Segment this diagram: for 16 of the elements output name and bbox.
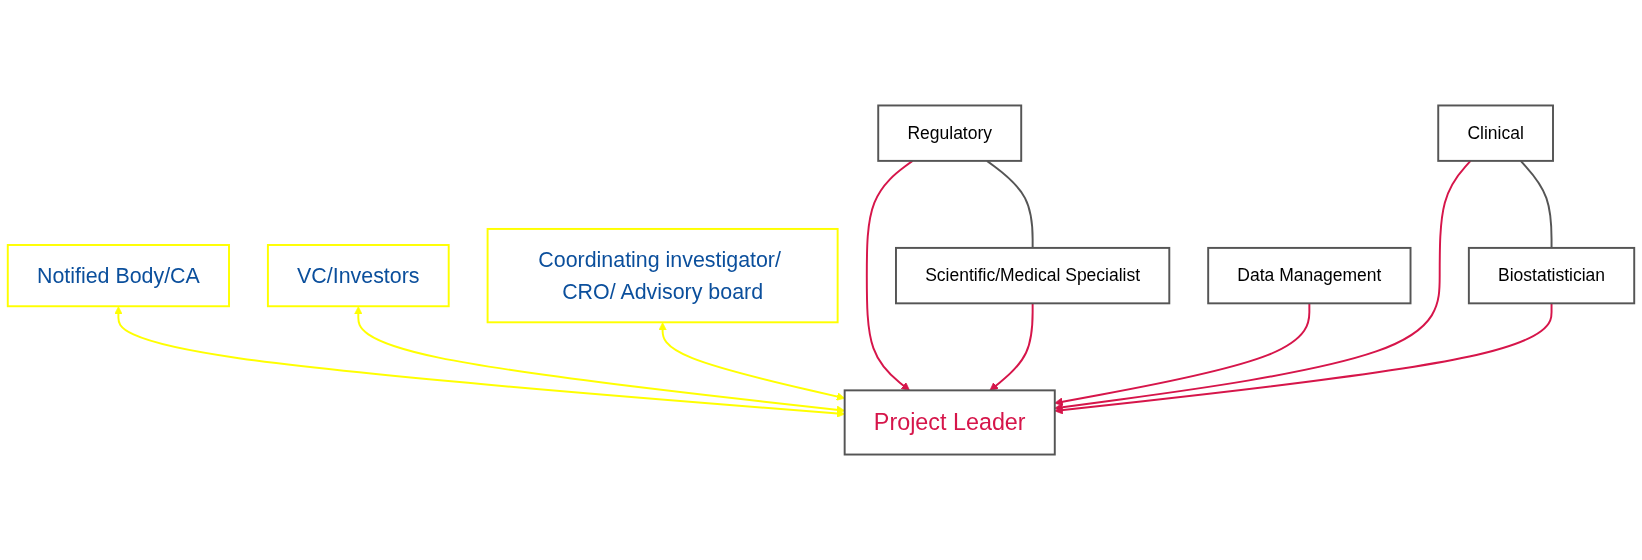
node-box: Clinical	[1437, 104, 1554, 162]
arrow	[1054, 302, 1553, 415]
node-box: Coordinating investigator/ CRO/ Advisory board	[486, 228, 839, 324]
node-box: VC/Investors	[266, 244, 450, 308]
node-box: Notified Body/CA	[6, 244, 230, 308]
node-box: Project Leader	[843, 389, 1056, 456]
connector	[985, 159, 1034, 249]
arrow	[865, 159, 914, 391]
node-box: Data Management	[1207, 246, 1412, 305]
connector	[1519, 159, 1553, 249]
node-box: Biostatistician	[1467, 246, 1636, 305]
node-box: Regulatory	[877, 104, 1023, 162]
arrow	[1054, 302, 1311, 406]
arrow	[1054, 159, 1472, 412]
arrow	[989, 302, 1034, 391]
node-box: Scientific/Medical Specialist	[895, 246, 1171, 305]
